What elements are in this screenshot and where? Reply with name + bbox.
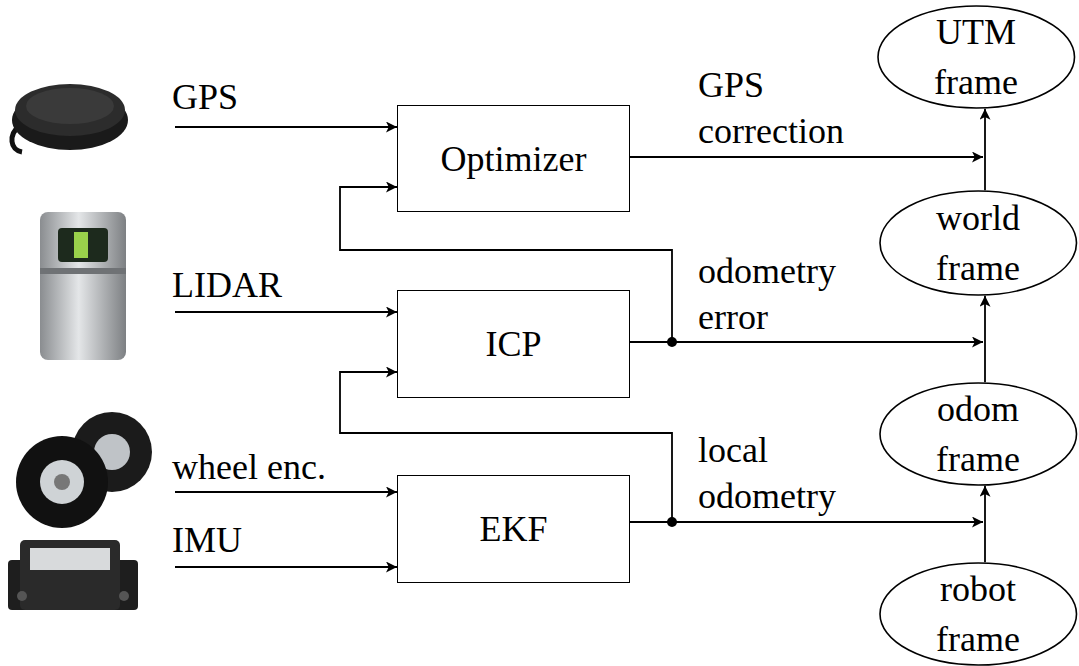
lidar-picture xyxy=(40,212,126,360)
frame-name: robot frame xyxy=(913,564,1043,664)
input-arrow xyxy=(175,126,397,128)
frame-name: UTM frame xyxy=(911,7,1041,107)
transform-arrow xyxy=(630,521,983,523)
transform-arrow xyxy=(630,341,983,343)
input-arrows xyxy=(175,127,397,567)
signal-name: LIDAR xyxy=(172,262,372,308)
frame-ellipse: UTM frame xyxy=(877,5,1076,109)
input-arrow xyxy=(175,491,397,493)
ellipse-outline xyxy=(880,563,1077,665)
process-name: Optimizer xyxy=(441,135,587,183)
transform-label: local odometry xyxy=(698,427,878,519)
ellipse-outline xyxy=(878,6,1075,108)
signal-connector xyxy=(984,109,986,190)
signal-connector xyxy=(984,486,986,562)
frame-name: odom frame xyxy=(913,384,1043,484)
frame-ellipse: robot frame xyxy=(879,562,1078,666)
gps-receiver-picture xyxy=(12,84,128,152)
signal-name: GPS xyxy=(172,74,372,120)
junction-dot xyxy=(667,337,677,347)
input-arrow xyxy=(175,566,397,568)
frame-ellipse: odom frame xyxy=(879,382,1078,486)
imu-picture xyxy=(8,540,138,610)
ellipse-outline xyxy=(880,383,1077,485)
ellipse-outline xyxy=(880,191,1077,295)
wheel-picture xyxy=(16,412,152,528)
process-name: ICP xyxy=(485,320,541,368)
junction-dot xyxy=(667,517,677,527)
transform-label: GPS correction xyxy=(698,62,888,154)
transform-arrow xyxy=(630,156,983,158)
signal-name: wheel enc. xyxy=(172,444,372,490)
input-arrow xyxy=(175,311,397,313)
process-name: EKF xyxy=(479,505,547,553)
signal-name: IMU xyxy=(172,517,372,563)
signal-connector xyxy=(984,296,986,382)
frame-ellipse: world frame xyxy=(879,190,1078,296)
frame-name: world frame xyxy=(913,193,1043,293)
process-box: ICP xyxy=(397,290,630,398)
transform-label: odometry error xyxy=(698,248,878,340)
process-box: Optimizer xyxy=(397,105,630,212)
process-box: EKF xyxy=(397,475,630,583)
